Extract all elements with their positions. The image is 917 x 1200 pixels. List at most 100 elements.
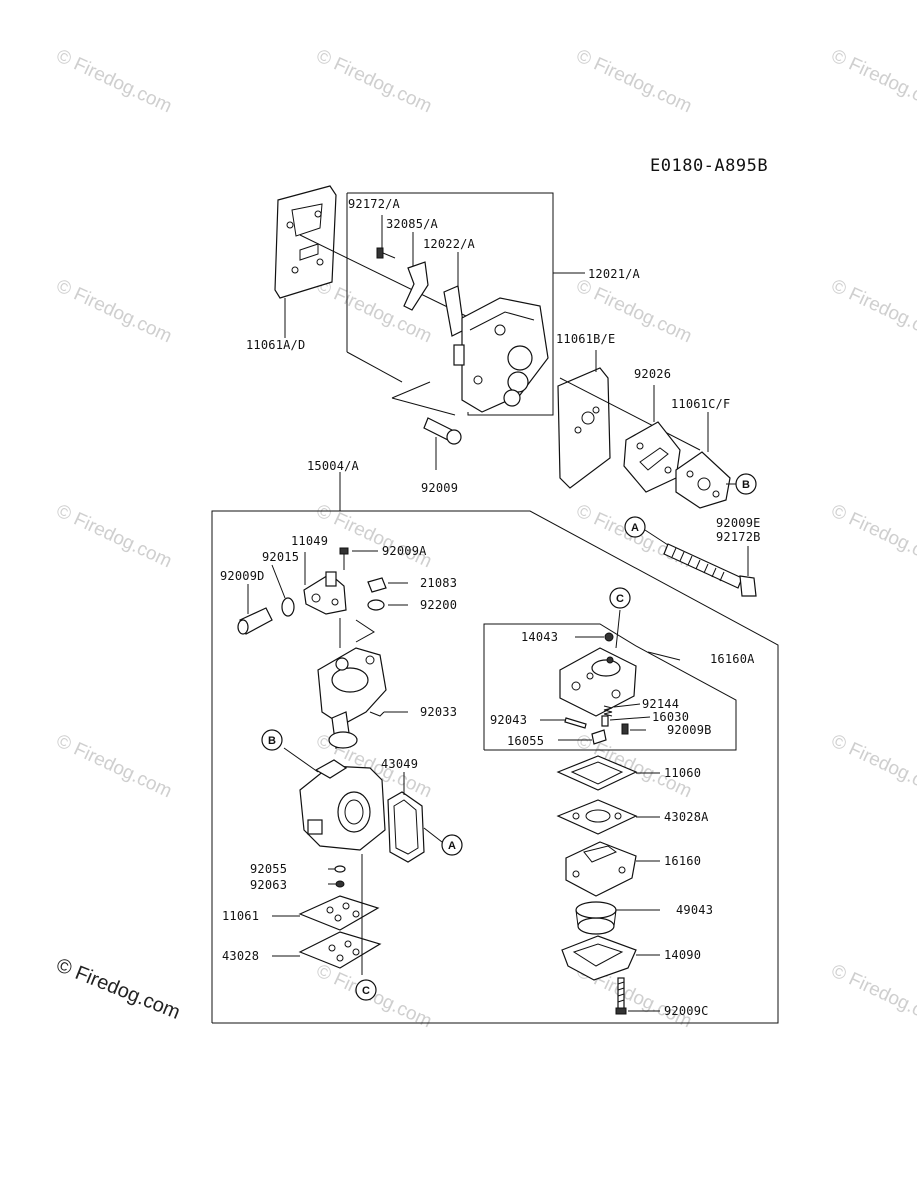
label-15004a: 15004/A <box>307 459 360 473</box>
label-92009d: 92009D <box>220 569 265 583</box>
gasket-11061b <box>557 367 611 489</box>
part-92063 <box>335 880 345 888</box>
part-labels: 92172/A 32085/A 12022/A 12021/A 11061A/D… <box>220 197 761 1018</box>
gasket-11060 <box>556 755 660 791</box>
svg-text:A: A <box>448 840 456 852</box>
plate-32085a <box>403 261 429 311</box>
label-11061ad: 11061A/D <box>246 338 305 352</box>
svg-text:B: B <box>268 735 276 747</box>
label-16055: 16055 <box>507 734 544 748</box>
group-box-15004a <box>211 510 779 1024</box>
label-12022a: 12022/A <box>423 237 476 251</box>
callout-a-top: A <box>624 516 646 538</box>
pin-16030 <box>601 715 609 727</box>
label-92172b: 92172B <box>716 530 761 544</box>
part-92055 <box>334 865 346 873</box>
svg-text:A: A <box>631 522 639 534</box>
callout-c-top: C <box>609 587 631 609</box>
watermark: © Firedog.com <box>828 960 917 1032</box>
watermark: © Firedog.com <box>53 500 175 572</box>
bracket-12022a <box>443 285 465 337</box>
label-92009a: 92009A <box>382 544 427 558</box>
pump-body-16160 <box>565 841 660 897</box>
label-92009c: 92009C <box>664 1004 709 1018</box>
label-92144: 92144 <box>642 697 679 711</box>
label-12021a: 12021/A <box>588 267 641 281</box>
cup-49043 <box>575 901 660 935</box>
label-92063: 92063 <box>250 878 287 892</box>
label-14043: 14043 <box>521 630 558 644</box>
callout-a-carb: A <box>441 834 463 856</box>
label-11061cf: 11061C/F <box>671 397 730 411</box>
label-11061be: 11061B/E <box>556 332 615 346</box>
group-box-16160a <box>483 623 737 751</box>
cover-14090 <box>561 935 660 981</box>
watermark: © Firedog.com <box>828 730 917 802</box>
watermark: © Firedog.com <box>53 730 175 802</box>
part-14043 <box>604 632 614 642</box>
gasket-11061c <box>675 451 731 509</box>
group-box-12021a <box>347 192 554 416</box>
watermark: © Firedog.com <box>313 45 435 117</box>
watermark: © Firedog.com <box>53 45 175 117</box>
label-14090: 14090 <box>664 948 701 962</box>
spring-92144 <box>603 705 613 717</box>
screw-92009c <box>615 977 660 1015</box>
callout-c-bottom: C <box>355 979 377 1001</box>
diaphragm-43028a <box>556 799 660 835</box>
watermark: © Firedog.com <box>828 45 917 117</box>
brand-watermark: © Firedog.com <box>53 954 183 1024</box>
part-21083 <box>355 577 408 643</box>
label-43049: 43049 <box>381 757 418 771</box>
bolt-92009e <box>644 529 757 597</box>
part-16055 <box>591 729 607 745</box>
svg-text:B: B <box>742 479 750 491</box>
label-16030: 16030 <box>652 710 689 724</box>
label-92009e: 92009E <box>716 516 761 530</box>
label-92015: 92015 <box>262 550 299 564</box>
label-92055: 92055 <box>250 862 287 876</box>
label-21083: 21083 <box>420 576 457 590</box>
gasket-11061a <box>274 185 337 299</box>
label-43028: 43028 <box>222 949 259 963</box>
label-16160a: 16160A <box>710 652 755 666</box>
throttle-lever-assembly <box>237 547 378 635</box>
label-92043: 92043 <box>490 713 527 727</box>
label-92026: 92026 <box>634 367 671 381</box>
screw-92172a <box>376 247 396 259</box>
gasket-92026 <box>623 421 681 493</box>
svg-text:C: C <box>616 593 624 605</box>
label-11061: 11061 <box>222 909 259 923</box>
label-92033: 92033 <box>420 705 457 719</box>
label-92200: 92200 <box>420 598 457 612</box>
label-11049: 11049 <box>291 534 328 548</box>
callout-b-top: B <box>735 473 757 495</box>
carburetor-body <box>283 747 386 851</box>
watermark: © Firedog.com <box>53 275 175 347</box>
watermark: © Firedog.com <box>573 45 695 117</box>
screw-92009 <box>423 417 462 470</box>
label-32085a: 32085/A <box>386 217 439 231</box>
holder-12021a <box>453 297 549 413</box>
watermark: © Firedog.com <box>828 275 917 347</box>
label-92009b: 92009B <box>667 723 712 737</box>
label-16160: 16160 <box>664 854 701 868</box>
svg-text:C: C <box>362 985 370 997</box>
label-43028a: 43028A <box>664 810 709 824</box>
label-92172a: 92172/A <box>348 197 401 211</box>
throttle-body <box>317 618 387 749</box>
diagram-code: E0180-A895B <box>650 156 768 176</box>
part-92043 <box>564 717 587 729</box>
label-92009: 92009 <box>421 481 458 495</box>
watermark-layer: © Firedog.com © Firedog.com © Firedog.co… <box>53 45 917 1032</box>
gasket-43049 <box>387 791 425 863</box>
watermark: © Firedog.com <box>828 500 917 572</box>
label-11060: 11060 <box>664 766 701 780</box>
diaphragm-43028 <box>272 931 382 969</box>
gasket-11061 <box>272 895 380 931</box>
screw-92009b <box>621 723 629 735</box>
callout-b-carb: B <box>261 729 283 751</box>
label-49043: 49043 <box>676 903 713 917</box>
pump-cover <box>559 647 637 717</box>
